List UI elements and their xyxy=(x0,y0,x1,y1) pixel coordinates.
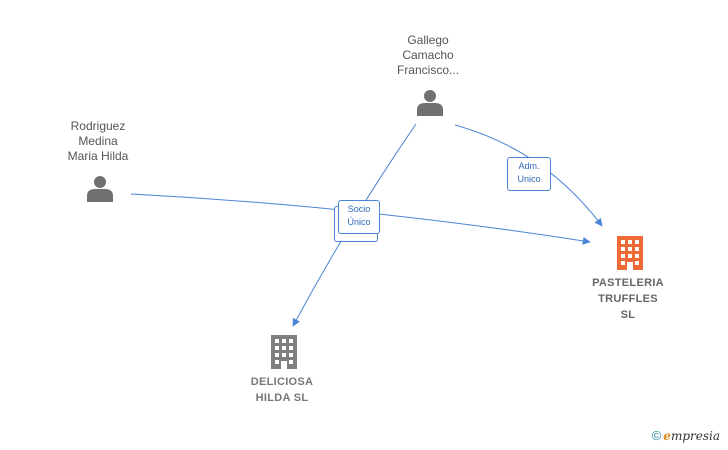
person-name-rodriguez[interactable]: Rodriguez Medina Maria Hilda xyxy=(67,119,129,163)
copyright-symbol: © xyxy=(651,428,662,443)
brand-initial: e xyxy=(663,429,671,443)
person-icon[interactable] xyxy=(86,174,114,202)
building-icon[interactable] xyxy=(615,236,645,270)
person-name-gallego[interactable]: Gallego Camacho Francisco... xyxy=(396,33,459,77)
person-icon[interactable] xyxy=(416,88,444,116)
relation-badge-adm[interactable]: Adm. Unico xyxy=(507,157,551,191)
company-name-deliciosa[interactable]: DELICIOSA HILDA SL xyxy=(250,376,314,404)
company-name-pasteleria[interactable]: PASTELERIA TRUFFLES SL xyxy=(592,277,664,321)
brand-name: mpresia xyxy=(670,429,720,443)
relation-badge-socio[interactable]: Socio Único xyxy=(338,200,380,234)
building-icon[interactable] xyxy=(269,335,299,369)
footer-brand: ©empresia xyxy=(652,428,720,443)
